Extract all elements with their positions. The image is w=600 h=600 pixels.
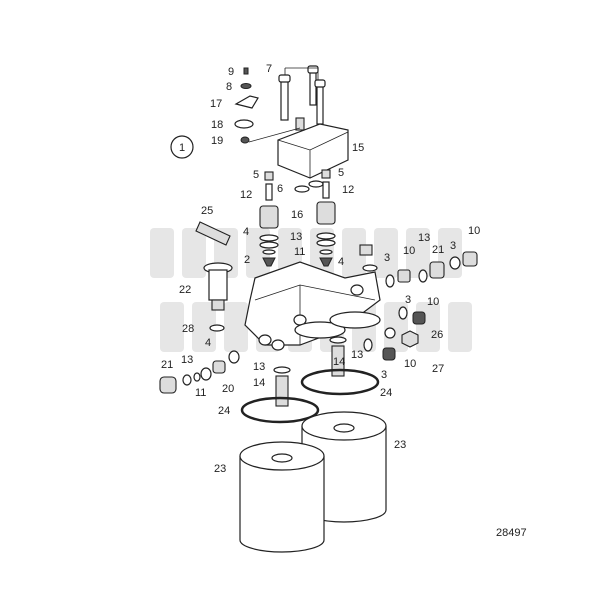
watermark-block <box>374 228 398 278</box>
watermark-block <box>342 228 366 278</box>
callout-2: 2 <box>244 254 250 266</box>
watermark-block <box>224 302 248 352</box>
callout-5: 5 <box>338 167 344 179</box>
callout-12: 12 <box>342 184 354 196</box>
group-marker: 1 <box>170 135 194 159</box>
drawing-number: 28497 <box>496 527 527 539</box>
filter-housing <box>244 261 381 351</box>
callout-25: 25 <box>201 205 213 217</box>
callout-13: 13 <box>418 232 430 244</box>
callout-13: 13 <box>181 354 193 366</box>
sensor-parts <box>234 67 301 144</box>
group-marker-label: 1 <box>179 142 185 154</box>
left-plugs <box>159 350 240 394</box>
watermark-block <box>448 302 472 352</box>
callout-18: 18 <box>211 119 223 131</box>
stud <box>195 221 231 246</box>
callout-9: 9 <box>228 66 234 78</box>
callout-4: 4 <box>243 226 249 238</box>
callout-14: 14 <box>253 377 265 389</box>
callout-22: 22 <box>179 284 191 296</box>
filter-left <box>239 441 325 553</box>
callout-20: 20 <box>222 383 234 395</box>
bolts <box>278 65 326 125</box>
watermark-block <box>192 302 216 352</box>
callout-15: 15 <box>352 142 364 154</box>
callout-3: 3 <box>381 369 387 381</box>
callout-5: 5 <box>253 169 259 181</box>
callout-17: 17 <box>210 98 222 110</box>
callout-28: 28 <box>182 323 194 335</box>
callout-13: 13 <box>351 349 363 361</box>
callout-12: 12 <box>240 189 252 201</box>
nipples-and-seals <box>240 336 380 424</box>
callout-19: 19 <box>211 135 223 147</box>
callout-10: 10 <box>404 358 416 370</box>
callout-21: 21 <box>432 244 444 256</box>
plugs-and-rings <box>359 244 478 361</box>
callout-6: 6 <box>277 183 283 195</box>
callout-10: 10 <box>468 225 480 237</box>
callout-4: 4 <box>205 337 211 349</box>
callout-8: 8 <box>226 81 232 93</box>
callout-3: 3 <box>384 252 390 264</box>
valve-stack-right <box>294 169 336 267</box>
callout-24: 24 <box>380 387 392 399</box>
callout-10: 10 <box>427 296 439 308</box>
cover-block <box>277 117 349 179</box>
valve-stack-left <box>259 171 279 267</box>
hand-pump <box>203 262 233 332</box>
callout-7: 7 <box>266 63 272 75</box>
watermark-block <box>406 228 430 278</box>
callout-4: 4 <box>338 256 344 268</box>
callout-26: 26 <box>431 329 443 341</box>
watermark-block <box>160 302 184 352</box>
callout-3: 3 <box>405 294 411 306</box>
callout-11: 11 <box>294 246 305 258</box>
callout-11: 11 <box>195 387 206 399</box>
callout-14: 14 <box>333 356 345 368</box>
callout-13: 13 <box>253 361 265 373</box>
callout-16: 16 <box>291 209 303 221</box>
watermark-block <box>416 302 440 352</box>
callout-23: 23 <box>214 463 226 475</box>
watermark-block <box>182 228 206 278</box>
callout-10: 10 <box>403 245 415 257</box>
callout-21: 21 <box>161 359 173 371</box>
callout-24: 24 <box>218 405 230 417</box>
callout-3: 3 <box>450 240 456 252</box>
watermark-block <box>150 228 174 278</box>
callout-23: 23 <box>394 439 406 451</box>
callout-27: 27 <box>432 363 444 375</box>
callout-13: 13 <box>290 231 302 243</box>
